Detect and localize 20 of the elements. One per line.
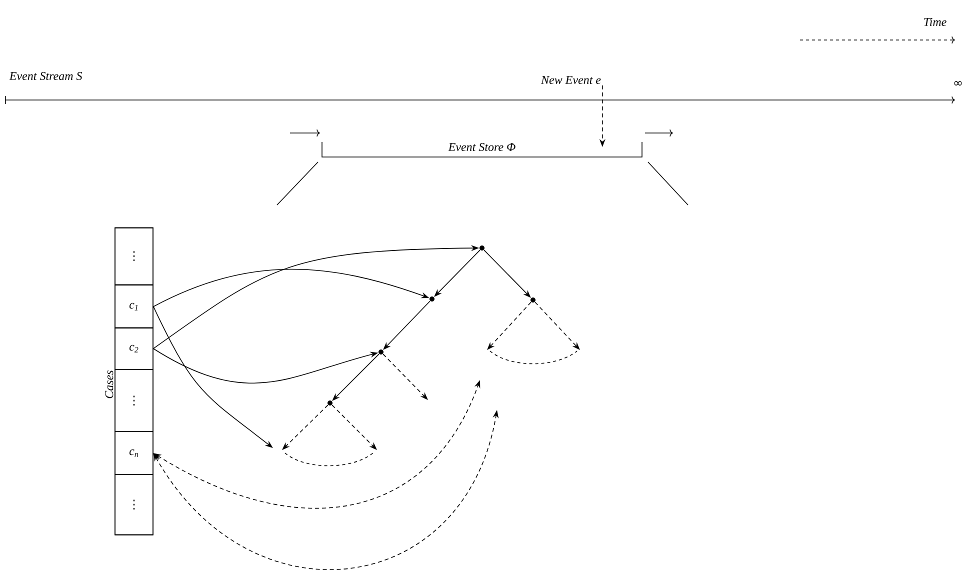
arrow [282,404,328,450]
arrow [434,250,480,297]
event-text: New Event e [540,76,601,84]
table-cell: ⋮ [114,227,154,285]
arrow [332,354,380,401]
bracket-box: Event Store Φ [322,142,642,158]
arrow [332,404,377,450]
label-text: Time [924,18,946,26]
arrow [534,302,580,350]
table-cell: ⋮ [114,474,154,535]
arrow [487,302,532,350]
table-cell: c$_{1}$ [114,284,154,328]
label-text: ∞ [954,81,962,86]
table-cell: c$_{n}$ [114,431,154,475]
arrow [484,250,531,298]
label-text: Event Stream S [9,72,82,80]
node-label: Cases [105,370,114,398]
arrow [382,354,428,400]
table-cell: c$_{2}$ [114,327,154,370]
table-cell: ⋮ [114,369,154,432]
